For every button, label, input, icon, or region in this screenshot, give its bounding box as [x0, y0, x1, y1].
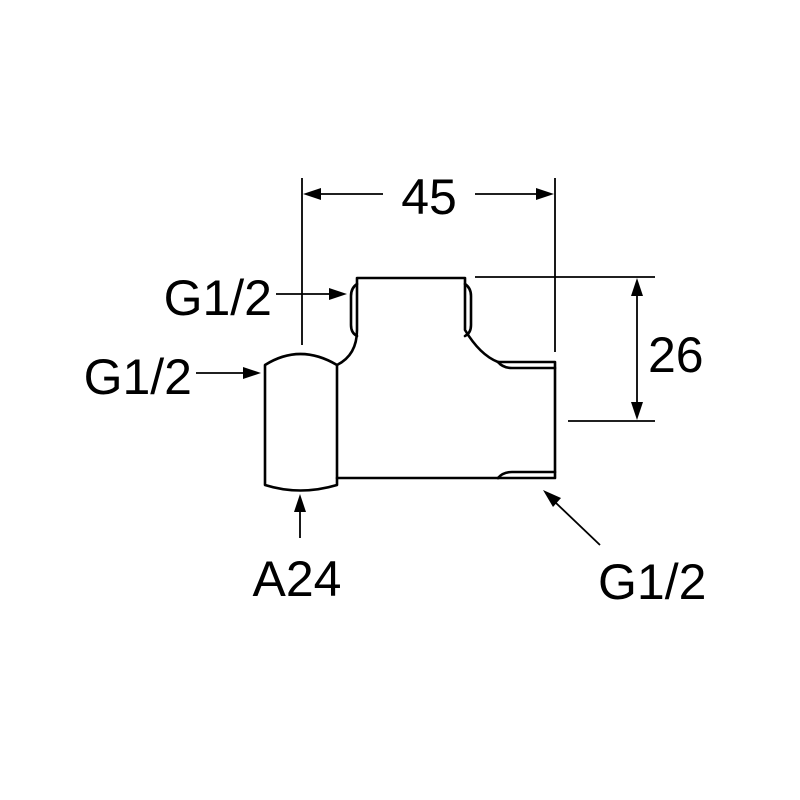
- callout-left-port: G1/2: [84, 349, 261, 405]
- top-thread-groove-left: [349, 282, 359, 338]
- dimension-width: 45: [301, 169, 556, 352]
- callout-nut-size: A24: [253, 494, 342, 607]
- top-thread-groove-right: [463, 282, 473, 338]
- right-port-arrowhead: [543, 490, 561, 507]
- arrowhead-height-top: [631, 278, 643, 296]
- nut-size-label: A24: [253, 551, 342, 607]
- left-port-label: G1/2: [84, 349, 192, 405]
- right-thread-groove-top: [496, 360, 557, 370]
- right-thread-groove-bottom: [496, 470, 557, 480]
- right-branch-outline: [496, 360, 557, 480]
- left-nut: [263, 352, 339, 492]
- nut-size-arrowhead: [294, 494, 306, 512]
- right-port-leader: [555, 502, 601, 546]
- arrowhead-width-left: [303, 188, 321, 200]
- dimension-height: 26: [475, 276, 704, 422]
- left-port-arrowhead: [243, 367, 261, 379]
- top-port-arrowhead: [329, 288, 347, 300]
- callout-right-port: G1/2: [543, 490, 706, 610]
- arrowhead-width-right: [536, 188, 554, 200]
- right-port-label: G1/2: [598, 554, 706, 610]
- dimension-height-label: 26: [648, 327, 704, 383]
- fitting-body: [263, 276, 557, 492]
- top-port-label: G1/2: [164, 270, 272, 326]
- callout-top-port: G1/2: [164, 270, 347, 326]
- arrowhead-height-bottom: [631, 402, 643, 420]
- top-branch-outline: [335, 276, 500, 367]
- dimension-width-label: 45: [401, 169, 457, 225]
